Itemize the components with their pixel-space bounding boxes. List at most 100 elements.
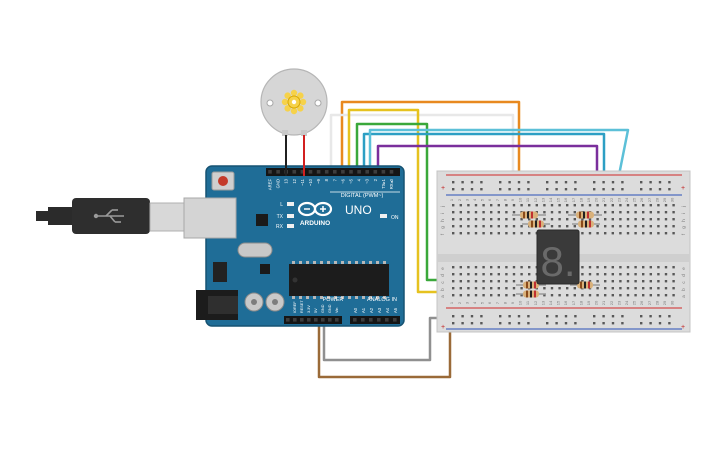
terminal-hole[interactable] [452, 266, 455, 269]
terminal-hole[interactable] [649, 266, 652, 269]
terminal-hole[interactable] [619, 211, 622, 214]
terminal-hole[interactable] [505, 232, 508, 235]
terminal-hole[interactable] [672, 273, 675, 276]
terminal-hole[interactable] [626, 225, 630, 228]
rail-hole[interactable] [480, 322, 483, 325]
terminal-hole[interactable] [452, 294, 455, 297]
terminal-hole[interactable] [505, 266, 508, 269]
terminal-hole[interactable] [596, 218, 599, 221]
terminal-hole[interactable] [467, 211, 470, 214]
terminal-hole[interactable] [482, 225, 485, 228]
terminal-hole[interactable] [497, 218, 500, 221]
terminal-hole[interactable] [566, 204, 569, 207]
terminal-hole[interactable] [566, 294, 569, 297]
rail-hole[interactable] [574, 315, 577, 318]
terminal-hole[interactable] [626, 273, 630, 276]
terminal-hole[interactable] [619, 280, 622, 283]
terminal-hole[interactable] [604, 218, 607, 221]
terminal-hole[interactable] [672, 280, 675, 283]
terminal-hole[interactable] [459, 225, 462, 228]
resistor-icon[interactable] [512, 211, 546, 219]
terminal-hole[interactable] [452, 232, 455, 235]
terminal-hole[interactable] [497, 294, 500, 297]
terminal-hole[interactable] [611, 204, 614, 207]
terminal-hole[interactable] [512, 232, 516, 235]
terminal-hole[interactable] [664, 280, 668, 283]
rail-hole[interactable] [527, 188, 530, 191]
terminal-hole[interactable] [596, 204, 599, 207]
rail-hole[interactable] [555, 315, 558, 318]
terminal-hole[interactable] [604, 211, 607, 214]
power-pin-hole[interactable] [335, 318, 339, 322]
rail-hole[interactable] [649, 181, 652, 184]
terminal-hole[interactable] [626, 294, 630, 297]
terminal-hole[interactable] [596, 273, 599, 276]
terminal-hole[interactable] [642, 287, 645, 290]
terminal-hole[interactable] [482, 266, 485, 269]
rail-hole[interactable] [452, 188, 455, 191]
terminal-hole[interactable] [634, 218, 637, 221]
terminal-hole[interactable] [642, 273, 645, 276]
terminal-hole[interactable] [619, 287, 622, 290]
rail-hole[interactable] [527, 322, 530, 325]
terminal-hole[interactable] [588, 294, 592, 297]
power-pin-hole[interactable] [321, 318, 325, 322]
rail-hole[interactable] [508, 181, 511, 184]
terminal-hole[interactable] [459, 287, 462, 290]
terminal-hole[interactable] [474, 280, 478, 283]
digital-pin-hole[interactable] [333, 170, 337, 174]
digital-pin-hole[interactable] [365, 170, 369, 174]
terminal-hole[interactable] [596, 211, 599, 214]
terminal-hole[interactable] [490, 232, 493, 235]
terminal-hole[interactable] [657, 280, 660, 283]
rail-hole[interactable] [555, 181, 558, 184]
terminal-hole[interactable] [642, 266, 645, 269]
rail-hole[interactable] [480, 181, 483, 184]
rail-hole[interactable] [470, 181, 474, 184]
rail-hole[interactable] [546, 188, 549, 191]
seven-segment-display-icon[interactable]: 8. [536, 229, 580, 285]
terminal-hole[interactable] [642, 294, 645, 297]
rail-hole[interactable] [574, 188, 577, 191]
terminal-hole[interactable] [558, 287, 561, 290]
digital-pin-hole[interactable] [373, 170, 378, 174]
terminal-hole[interactable] [505, 273, 508, 276]
terminal-hole[interactable] [619, 273, 622, 276]
terminal-hole[interactable] [474, 294, 478, 297]
terminal-hole[interactable] [649, 280, 652, 283]
terminal-hole[interactable] [482, 218, 485, 221]
terminal-hole[interactable] [611, 218, 614, 221]
rail-hole[interactable] [640, 188, 643, 191]
terminal-hole[interactable] [474, 218, 478, 221]
dc-motor-icon[interactable] [260, 68, 328, 136]
terminal-hole[interactable] [672, 225, 675, 228]
terminal-hole[interactable] [649, 273, 652, 276]
terminal-hole[interactable] [619, 266, 622, 269]
terminal-hole[interactable] [467, 280, 470, 283]
terminal-hole[interactable] [474, 225, 478, 228]
terminal-hole[interactable] [497, 204, 500, 207]
terminal-hole[interactable] [459, 280, 462, 283]
terminal-hole[interactable] [467, 225, 470, 228]
terminal-hole[interactable] [604, 273, 607, 276]
terminal-hole[interactable] [497, 273, 500, 276]
rail-hole[interactable] [508, 315, 511, 318]
terminal-hole[interactable] [505, 225, 508, 228]
terminal-hole[interactable] [482, 294, 485, 297]
resistor-icon[interactable] [572, 220, 600, 228]
terminal-hole[interactable] [474, 211, 478, 214]
rail-hole[interactable] [640, 315, 643, 318]
terminal-hole[interactable] [672, 266, 675, 269]
terminal-hole[interactable] [558, 204, 561, 207]
terminal-hole[interactable] [626, 204, 630, 207]
analog-pin-hole[interactable] [393, 318, 397, 322]
rail-hole[interactable] [564, 315, 568, 318]
terminal-hole[interactable] [596, 294, 599, 297]
digital-pin-hole[interactable] [268, 170, 272, 174]
terminal-hole[interactable] [642, 218, 645, 221]
terminal-hole[interactable] [459, 204, 462, 207]
terminal-hole[interactable] [505, 280, 508, 283]
rail-hole[interactable] [574, 322, 577, 325]
terminal-hole[interactable] [588, 204, 592, 207]
